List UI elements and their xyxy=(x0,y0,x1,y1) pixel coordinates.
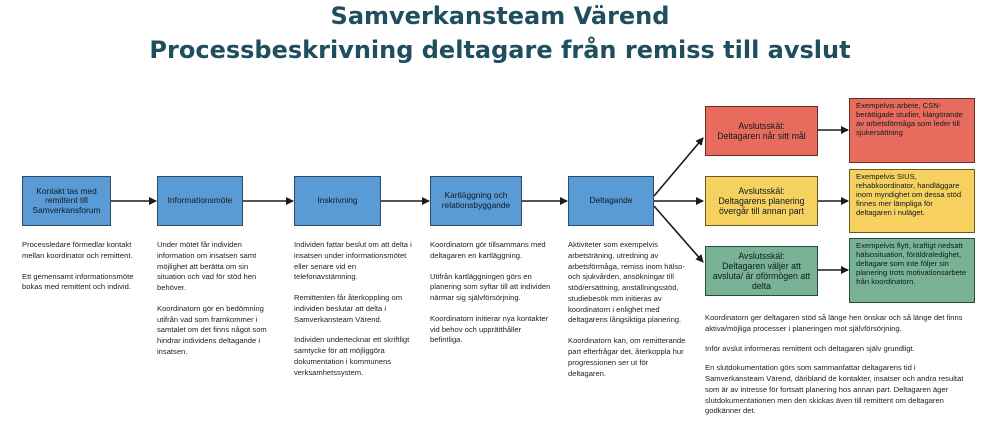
step-informationsmote: Informationsmöte xyxy=(157,176,243,226)
description-paragraph: Individen fattar beslut om att delta i i… xyxy=(294,240,412,282)
description-paragraph: En slutdokumentation görs som sammanfatt… xyxy=(705,363,964,416)
description-paragraph: Individen undertecknar ett skriftligt sa… xyxy=(294,335,410,377)
step-deltagande: Deltagande xyxy=(568,176,654,226)
arrow-deltagande-to-mal xyxy=(653,137,704,197)
description-paragraph: Koordinatorn gör en bedömning utifrån va… xyxy=(157,303,267,357)
outcome-mal-heading: Avslutsskäl: xyxy=(738,120,785,131)
description-deltagande: Aktiviteter som exempelvis arbetsträning… xyxy=(568,240,686,389)
outcome-avsluta-heading: Avslutsskäl: xyxy=(738,250,785,261)
outcome-annan-part-text: Deltagarens planering övergår till annan… xyxy=(718,195,805,217)
description-paragraph: Ett gemensamt informationsmöte bokas med… xyxy=(22,271,134,292)
example-avsluta: Exempelvis flytt, kraftigt nedsatt hälso… xyxy=(849,238,975,303)
description-paragraph: Processledare förmedlar kontakt mellan k… xyxy=(22,240,133,260)
description-avslut: Koordinatorn ger deltagaren stöd så läng… xyxy=(705,313,975,426)
description-kontakt: Processledare förmedlar kontakt mellan k… xyxy=(22,240,142,303)
step-kontakt: Kontakt tas med remittent till Samverkan… xyxy=(22,176,111,226)
example-annan-part: Exempelvis SIUS, rehabkoordinator, handl… xyxy=(849,169,975,233)
step-kartlaggning: Kartläggning och relationsbyggande xyxy=(430,176,522,226)
outcome-avsluta-text: Deltagaren väljer att avsluta/ är oförmö… xyxy=(712,260,811,292)
description-inskrivning: Individen fattar beslut om att delta i i… xyxy=(294,240,412,389)
description-paragraph: Remittenten får återkoppling om individe… xyxy=(294,293,403,324)
description-paragraph: Inför avslut informeras remittent och de… xyxy=(705,343,915,353)
page-subtitle: Processbeskrivning deltagare från remiss… xyxy=(149,36,851,64)
example-mal: Exempelvis arbete, CSN-berättigade studi… xyxy=(849,98,975,163)
description-paragraph: Koordinatorn kan, om remitterande part e… xyxy=(568,336,686,378)
description-paragraph: Aktiviteter som exempelvis arbetsträning… xyxy=(568,240,685,325)
outcome-annan-part-heading: Avslutsskäl: xyxy=(738,185,785,196)
step-inskrivning: Inskrivning xyxy=(294,176,381,226)
page-title: Samverkansteam Värend xyxy=(330,2,670,30)
arrow-deltagande-to-avsluta xyxy=(653,205,704,263)
description-paragraph: Koordinatorn ger deltagaren stöd så läng… xyxy=(705,313,963,333)
outcome-mal-text: Deltagaren når sitt mål xyxy=(717,131,806,141)
description-paragraph: Under mötet får individen information om… xyxy=(157,240,257,293)
description-informationsmote: Under mötet får individen information om… xyxy=(157,240,277,368)
description-paragraph: Koordinatorn initierar nya kontakter vid… xyxy=(430,313,549,345)
outcome-annan-part: Avslutsskäl: Deltagarens planering överg… xyxy=(705,176,818,226)
outcome-mal: Avslutsskäl: Deltagaren når sitt mål xyxy=(705,106,818,156)
description-kartlaggning: Koordinatorn gör tillsammans med deltaga… xyxy=(430,240,552,356)
description-paragraph: Utifrån kartläggningen görs en planering… xyxy=(430,271,551,303)
outcome-avsluta: Avslutsskäl: Deltagaren väljer att avslu… xyxy=(705,246,818,296)
description-paragraph: Koordinatorn gör tillsammans med deltaga… xyxy=(430,240,546,260)
